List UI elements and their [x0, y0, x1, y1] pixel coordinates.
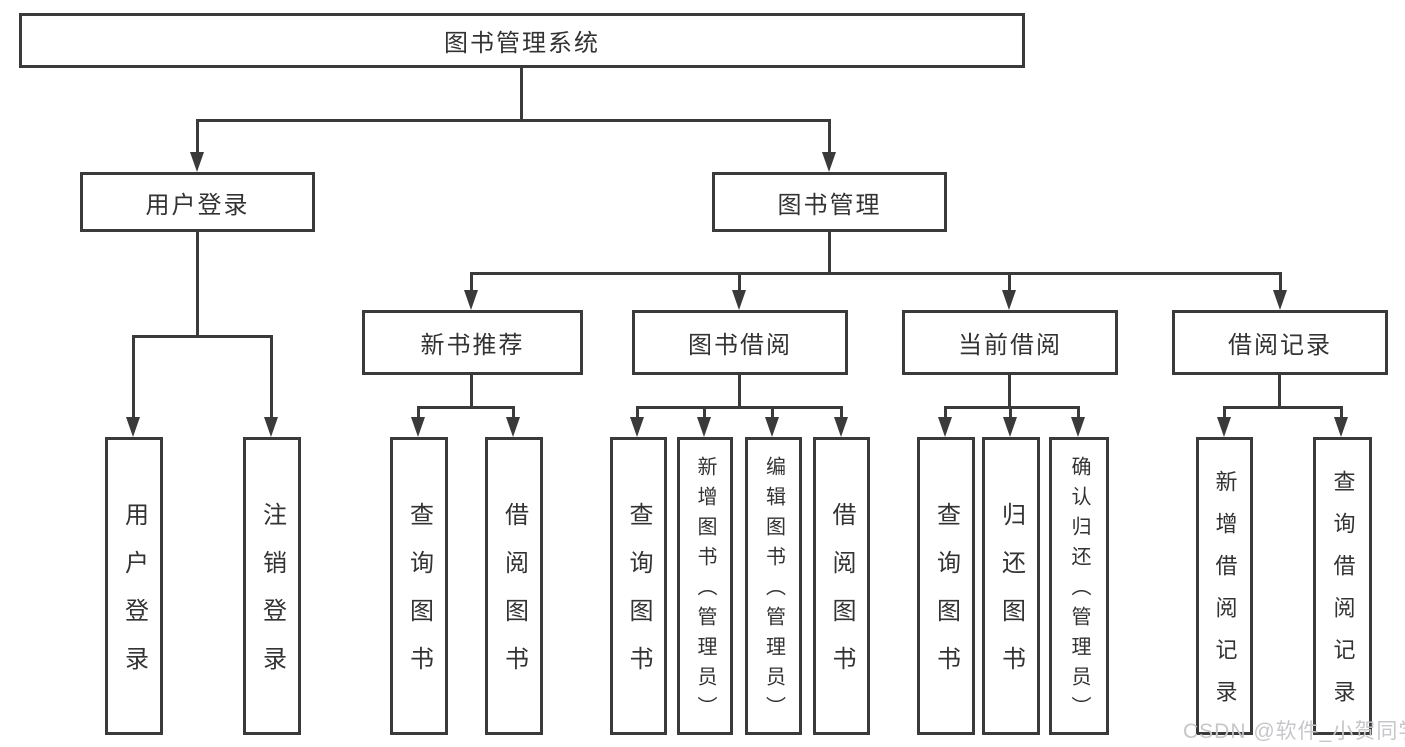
arrowhead-return-books [1003, 417, 1017, 437]
node-book-management-label: 图书管理 [777, 191, 882, 219]
node-user-login-label: 用户登录 [145, 191, 250, 219]
csdn-watermark: CSDN @软件_小贺同学 [1183, 720, 1405, 743]
node-borrow-books-label: 借阅图书 [828, 502, 855, 694]
connector-drop-current-borrow [1008, 272, 1011, 292]
connector-drop-query-books-borrow [636, 406, 639, 419]
connector-drop-book-management [828, 119, 831, 154]
node-query-books-rec: 查询图书 [390, 437, 448, 735]
connector-level3-split [470, 272, 1281, 275]
node-library-system: 图书管理系统 [19, 13, 1025, 68]
arrowhead-borrow-records [1273, 290, 1287, 310]
connector-drop-book-borrow [738, 272, 741, 292]
connector-drop-borrow-books [840, 406, 843, 419]
arrowhead-confirm-return [1071, 417, 1085, 437]
node-login-label: 用户登录 [120, 502, 148, 694]
node-new-book-recommend: 新书推荐 [362, 310, 583, 375]
node-new-book-recommend-label: 新书推荐 [420, 332, 525, 359]
connector-level2-split [196, 119, 831, 122]
node-borrow-records-label: 借阅记录 [1228, 332, 1332, 359]
connector-current-borrow-split [944, 406, 1080, 409]
connector-drop-return-books [1009, 406, 1012, 419]
node-confirm-return-admin: 确认归还（管理员） [1049, 437, 1109, 735]
node-borrow-records: 借阅记录 [1172, 310, 1388, 375]
node-return-books-label: 归还图书 [997, 502, 1025, 694]
connector-book-borrow-split [636, 406, 842, 409]
connector-root-stem [520, 68, 523, 119]
node-add-borrow-record: 新增借阅记录 [1196, 437, 1253, 735]
connector-drop-add-book [703, 406, 706, 419]
arrowhead-query-books-borrow [630, 417, 644, 437]
node-query-borrow-record-label: 查询借阅记录 [1330, 470, 1356, 722]
node-book-borrow-label: 图书借阅 [688, 332, 792, 359]
node-query-books-borrow-label: 查询图书 [625, 502, 652, 694]
node-add-book-admin: 新增图书（管理员） [677, 437, 733, 735]
arrowhead-add-borrow-record [1217, 417, 1231, 437]
connector-current-borrow-stem [1008, 375, 1011, 406]
node-borrow-books-rec: 借阅图书 [485, 437, 543, 735]
node-logout-label: 注销登录 [258, 502, 286, 694]
connector-drop-query-borrow-record [1340, 406, 1343, 419]
arrowhead-query-borrow-record [1334, 417, 1348, 437]
arrowhead-current-borrow [1002, 290, 1016, 310]
connector-drop-new-book-recommend [470, 272, 473, 292]
connector-drop-query-books-current [944, 406, 947, 419]
arrowhead-new-book-recommend [464, 290, 478, 310]
node-edit-book-admin-label: 编辑图书（管理员） [762, 456, 785, 726]
node-query-books-current: 查询图书 [917, 437, 975, 735]
connector-borrow-records-stem [1278, 375, 1281, 406]
arrowhead-user-login [190, 152, 204, 172]
node-book-borrow: 图书借阅 [632, 310, 848, 375]
node-borrow-books-rec-label: 借阅图书 [500, 502, 528, 694]
node-query-books-current-label: 查询图书 [932, 502, 960, 694]
node-add-borrow-record-label: 新增借阅记录 [1212, 470, 1238, 722]
node-return-books: 归还图书 [982, 437, 1040, 735]
arrowhead-borrow-books [834, 417, 848, 437]
connector-borrow-records-split [1223, 406, 1343, 409]
node-edit-book-admin: 编辑图书（管理员） [745, 437, 802, 735]
arrowhead-borrow-books-rec [506, 417, 520, 437]
node-current-borrow: 当前借阅 [902, 310, 1118, 375]
arrowhead-logout [264, 417, 278, 437]
node-current-borrow-label: 当前借阅 [958, 332, 1062, 359]
connector-drop-confirm-return [1077, 406, 1080, 419]
connector-drop-edit-book [771, 406, 774, 419]
connector-drop-add-borrow-record [1223, 406, 1226, 419]
connector-user-login-split [132, 335, 273, 338]
connector-book-borrow-stem [738, 375, 741, 406]
connector-drop-user-login [196, 119, 199, 154]
node-login: 用户登录 [105, 437, 163, 735]
arrowhead-edit-book [765, 417, 779, 437]
arrowhead-login [126, 417, 140, 437]
arrowhead-query-books-current [938, 417, 952, 437]
connector-drop-logout [270, 335, 273, 419]
node-library-system-label: 图书管理系统 [444, 30, 600, 57]
arrowhead-add-book [697, 417, 711, 437]
node-confirm-return-admin-label: 确认归还（管理员） [1068, 456, 1090, 726]
connector-drop-borrow-books-rec [512, 406, 515, 419]
connector-drop-query-books-rec [417, 406, 420, 419]
arrowhead-query-books-rec [411, 417, 425, 437]
node-query-books-borrow: 查询图书 [610, 437, 667, 735]
node-book-management: 图书管理 [712, 172, 947, 232]
arrowhead-book-borrow [732, 290, 746, 310]
arrowhead-book-management [822, 152, 836, 172]
node-user-login: 用户登录 [80, 172, 315, 232]
connector-new-book-recommend-stem [470, 375, 473, 406]
node-logout: 注销登录 [243, 437, 301, 735]
connector-user-login-stem [196, 232, 199, 335]
node-borrow-books: 借阅图书 [813, 437, 870, 735]
connector-book-management-stem [828, 232, 831, 272]
connector-drop-borrow-records [1279, 272, 1282, 292]
connector-new-book-recommend-split [417, 406, 515, 409]
node-query-books-rec-label: 查询图书 [405, 502, 433, 694]
node-query-borrow-record: 查询借阅记录 [1313, 437, 1372, 735]
node-add-book-admin-label: 新增图书（管理员） [694, 456, 716, 726]
connector-drop-login [132, 335, 135, 419]
